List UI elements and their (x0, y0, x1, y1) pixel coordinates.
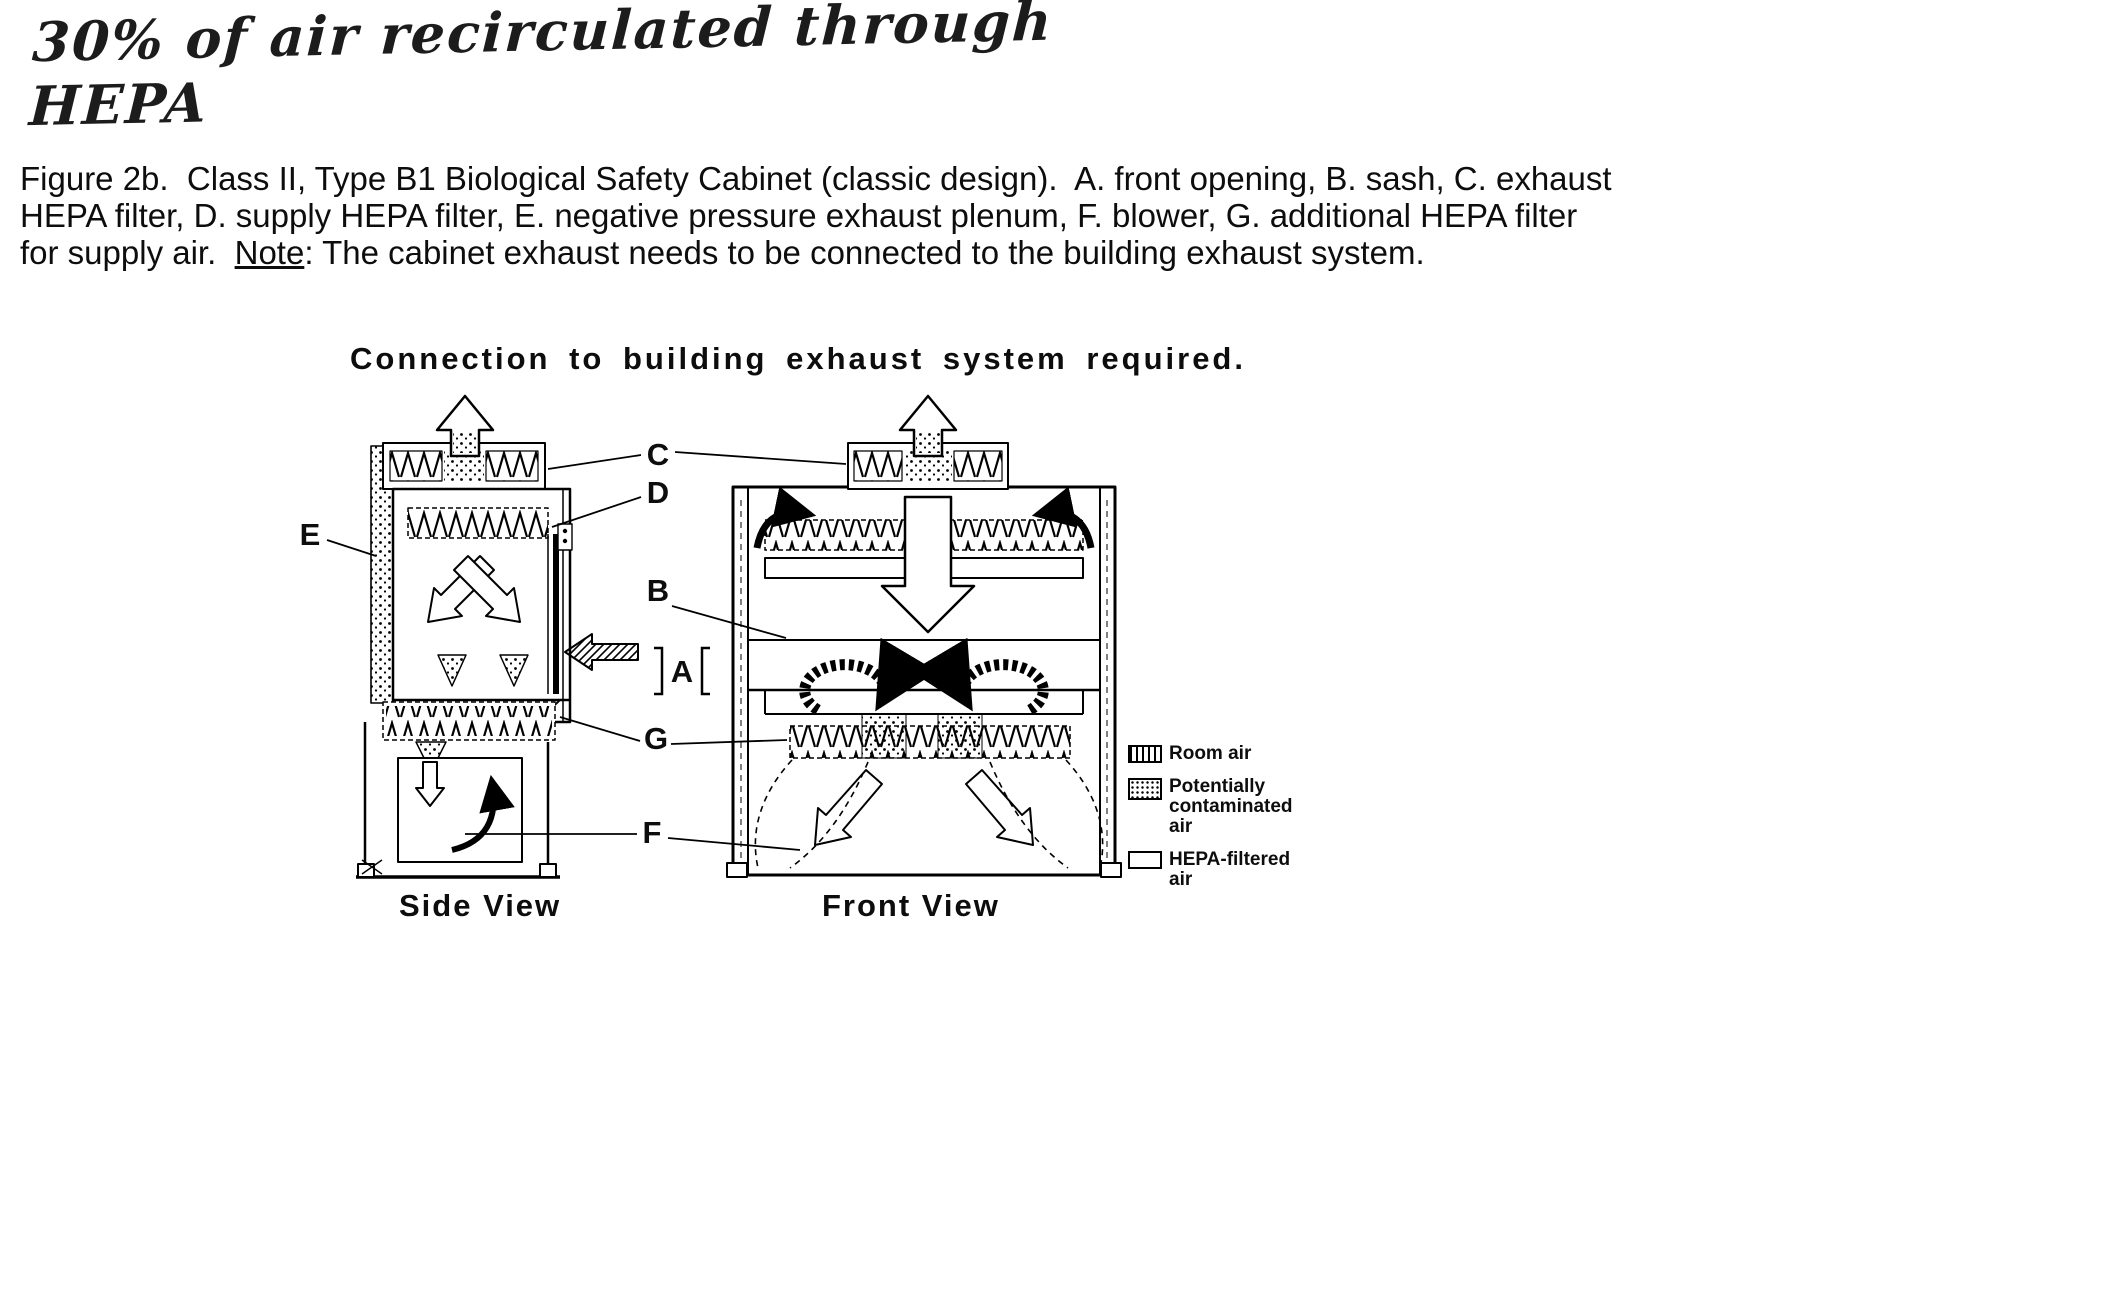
circulation-arrow-left (799, 637, 938, 715)
front-exhaust-hepa-filter (847, 442, 1009, 490)
front-view-diagram (726, 394, 1122, 878)
side-view-stand (356, 722, 560, 879)
side-view-diagram (356, 394, 639, 879)
side-exhaust-up-arrow (435, 394, 495, 458)
side-supply-hepa-filter (407, 507, 549, 539)
labels-and-leaders: C D B A G F E (300, 437, 847, 851)
front-work-surface (748, 688, 1100, 715)
caption-line1: Figure 2b. Class II, Type B1 Biological … (20, 160, 1612, 197)
front-down-arrow (880, 495, 976, 634)
side-view-caption: Side View (399, 888, 562, 923)
front-blower-airflow (754, 759, 1104, 869)
legend-item-room-air: Room air (1128, 744, 1328, 764)
label-B: B (647, 573, 669, 608)
front-view-caption: Front View (822, 888, 1000, 923)
room-air-swatch (1128, 745, 1162, 763)
label-G: G (644, 721, 668, 756)
front-exhaust-up-arrow (898, 394, 958, 458)
room-air-inflow-arrow (564, 633, 639, 671)
label-E: E (300, 517, 321, 552)
figure-caption: Figure 2b. Class II, Type B1 Biological … (20, 160, 2112, 271)
room-air-label: Room air (1169, 743, 1252, 764)
front-top-curved-arrow-right (1031, 486, 1095, 549)
contaminated-air-swatch (1128, 777, 1162, 800)
front-opening-bracket-left (654, 646, 664, 696)
legend-item-hepa-filtered-air: HEPA-filtered air (1128, 848, 1328, 890)
front-top-curved-arrow-left (753, 486, 817, 549)
contaminated-air-label: Potentially contaminated air (1169, 775, 1293, 837)
side-sash (547, 523, 573, 694)
front-opening-bracket-right (700, 646, 710, 696)
circulation-arrow-right (910, 637, 1049, 715)
hepa-filtered-air-label: HEPA-filtered air (1169, 848, 1291, 890)
label-C: C (647, 437, 669, 472)
front-additional-hepa-filter (789, 713, 1071, 759)
label-F: F (643, 815, 662, 850)
side-interior-airflow-arrows (427, 555, 529, 687)
side-blower (397, 757, 523, 863)
label-A: A (671, 654, 693, 689)
caption-line2: HEPA filter, D. supply HEPA filter, E. n… (20, 197, 1578, 234)
diagram-title: Connection to building exhaust system re… (350, 341, 1246, 376)
legend-item-contaminated-air: Potentially contaminated air (1128, 775, 1328, 837)
hepa-filtered-air-swatch (1128, 850, 1162, 869)
caption-line3-before-note: for supply air. (20, 234, 235, 271)
caption-line3-after-note: : The cabinet exhaust needs to be connec… (304, 234, 1425, 271)
caption-note-word: Note (234, 234, 305, 271)
label-D: D (647, 475, 669, 510)
side-additional-hepa-filter (382, 701, 556, 773)
legend: Room air Potentially contaminated air HE… (1128, 744, 1328, 903)
